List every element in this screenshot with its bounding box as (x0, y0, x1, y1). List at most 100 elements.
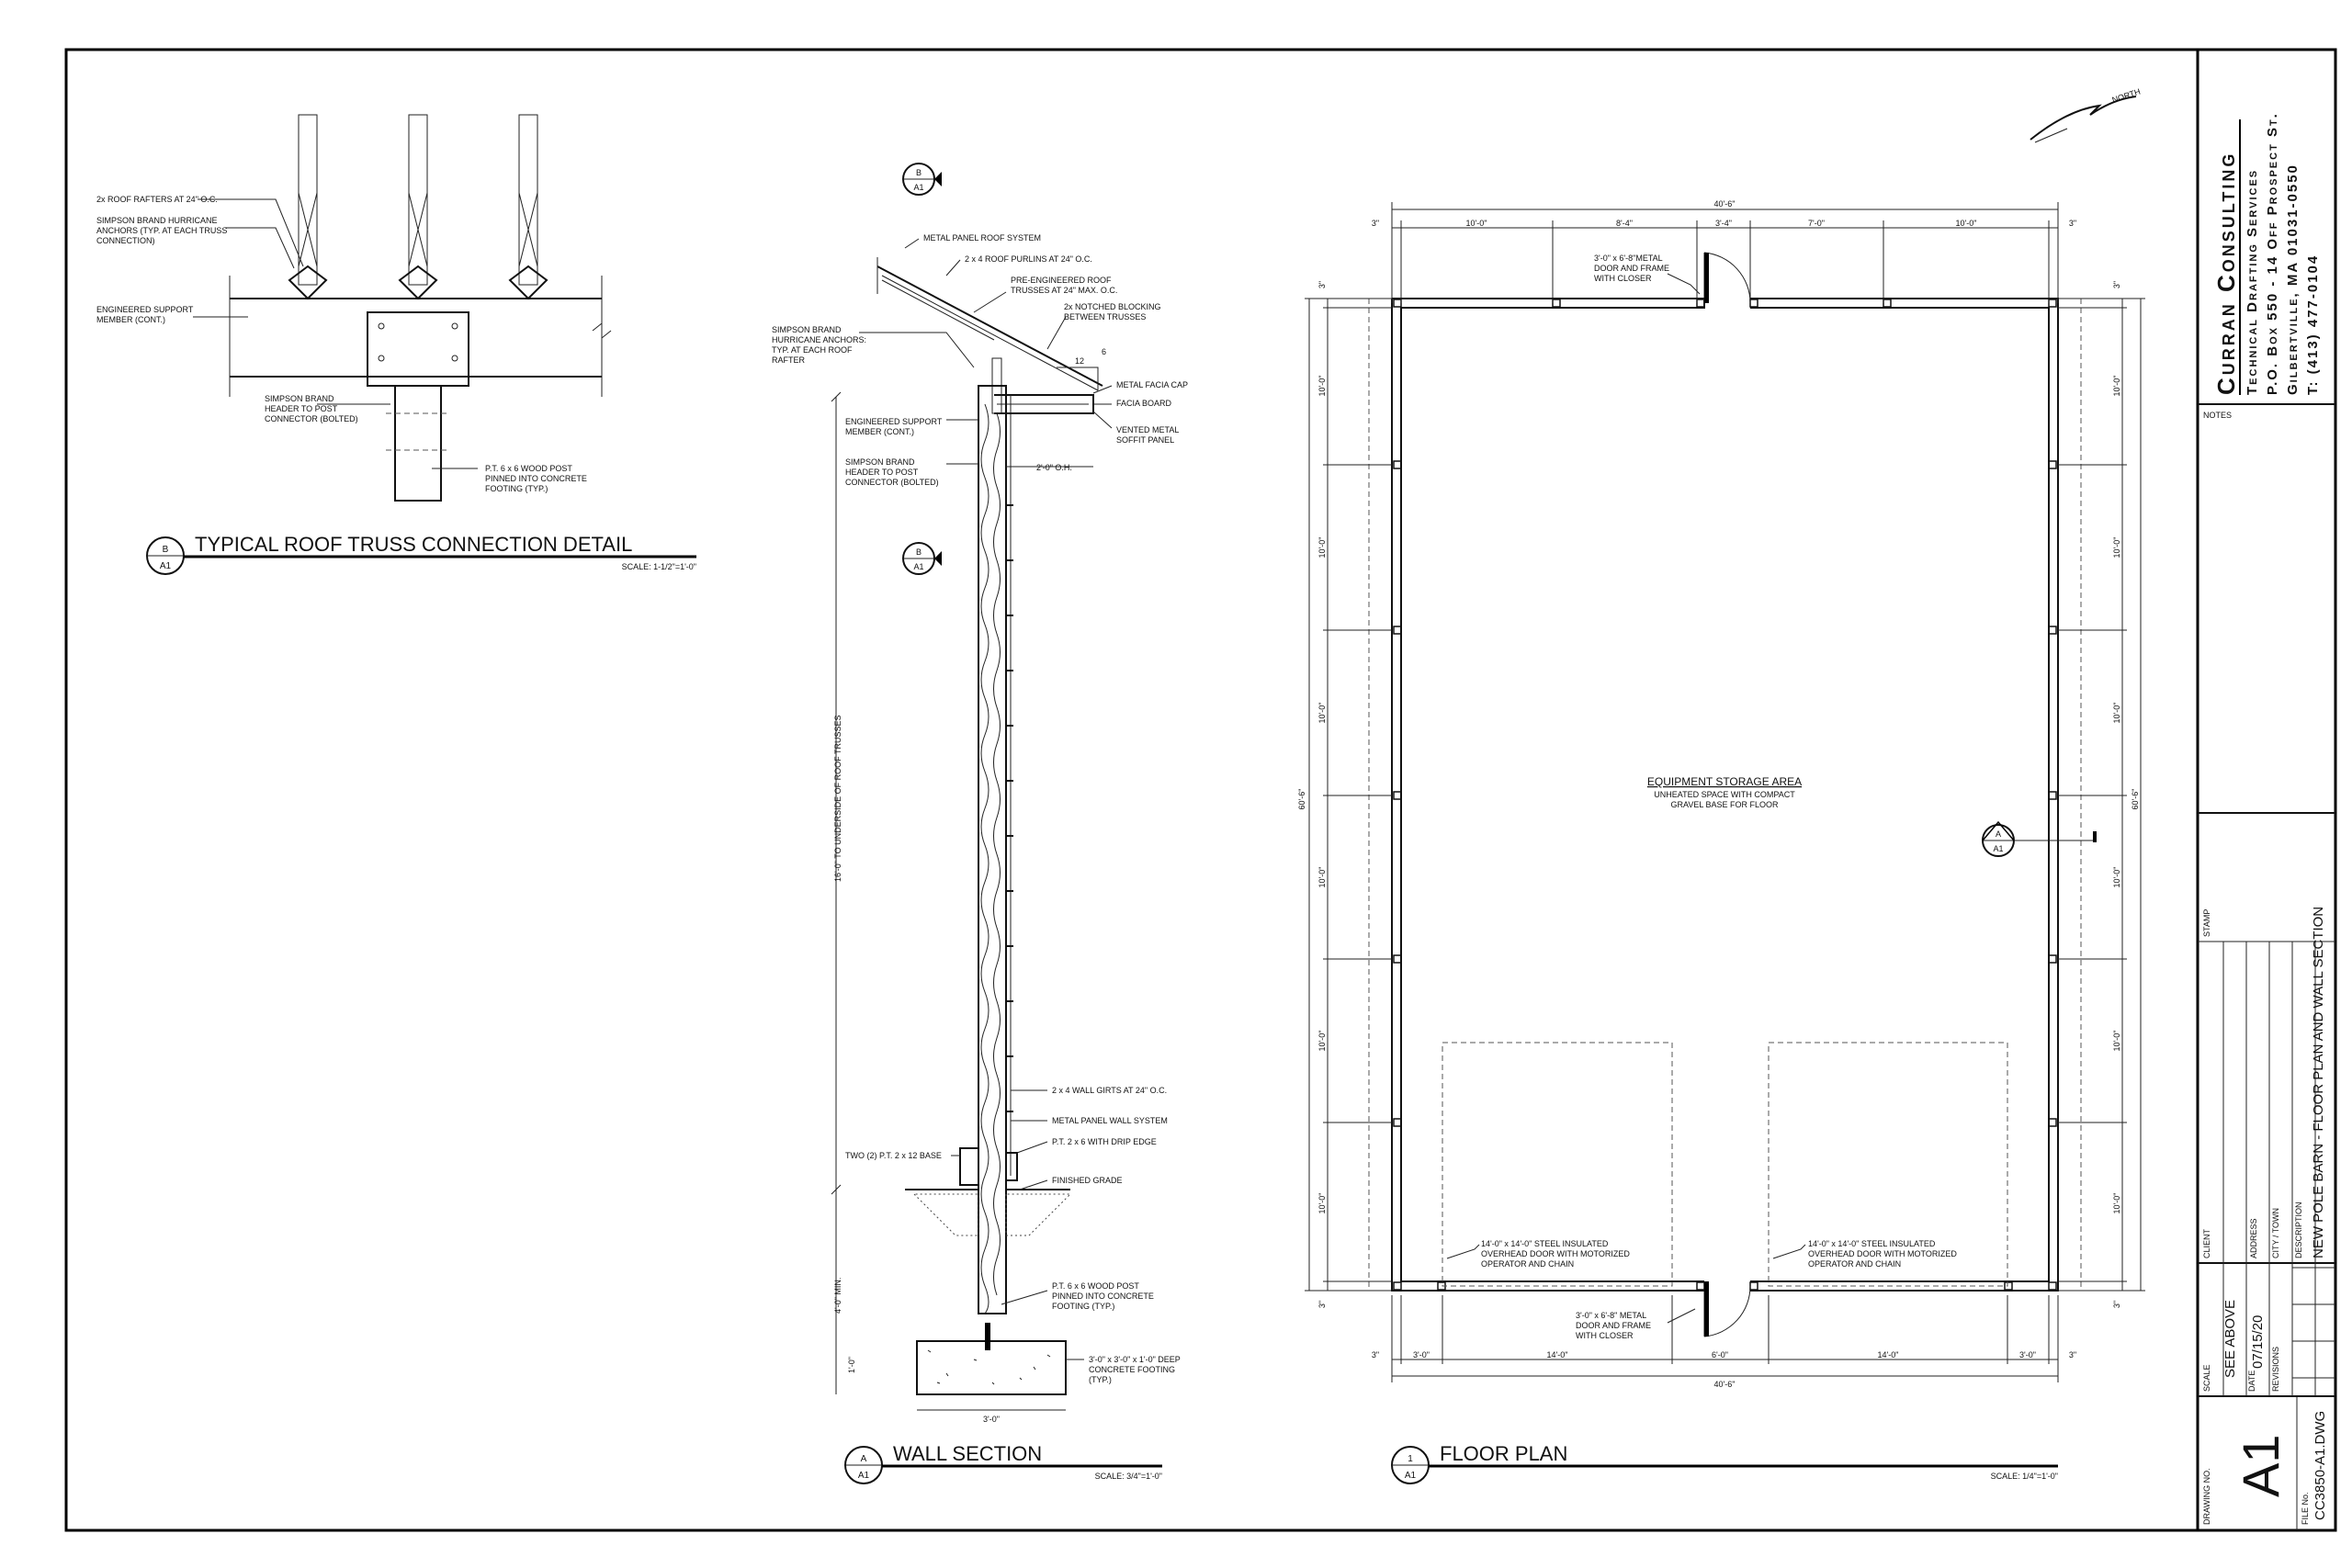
overhead-left-note-3: OPERATOR AND CHAIN (1481, 1259, 1574, 1269)
floor-plan: NORTH 40'- (1297, 87, 2145, 1484)
ws-note-trusses-1: PRE-ENGINEERED ROOF (1011, 276, 1112, 285)
floor-plan-title: FLOOR PLAN (1440, 1442, 1567, 1465)
ws-note-connector-2: HEADER TO POST (845, 468, 919, 477)
overhead-right-note-3: OPERATOR AND CHAIN (1808, 1259, 1901, 1269)
svg-text:3": 3" (2069, 1350, 2076, 1359)
revisions-label: REVISIONS (2271, 1347, 2280, 1392)
section-marker-a: A A1 (1982, 820, 2097, 857)
floor-plan-tag: 1 A1 (1391, 1446, 1430, 1484)
svg-text:40'-6": 40'-6" (1714, 199, 1736, 209)
north-arrow: NORTH (2030, 87, 2142, 143)
drawing-no-label: DRAWING NO. (2202, 1468, 2211, 1525)
dim-footing-depth: 1'-0" (847, 1357, 856, 1373)
door-bottom-note-1: 3'-0" x 6'-8" METAL (1576, 1311, 1646, 1320)
notes-label: NOTES (2203, 411, 2232, 420)
door-top-note-3: WITH CLOSER (1594, 274, 1652, 283)
svg-text:3": 3" (2069, 219, 2076, 228)
svg-text:A1: A1 (1993, 844, 2003, 853)
truss-note-7: SIMPSON BRAND (265, 394, 334, 403)
file-number: CC3850-A1.DWG (2312, 1411, 2328, 1520)
ws-note-post-3: FOOTING (TYP.) (1052, 1302, 1114, 1311)
svg-text:A1: A1 (913, 183, 923, 192)
truss-note-1: 2x ROOF RAFTERS AT 24" O.C. (96, 195, 218, 204)
svg-text:3'-0": 3'-0" (2019, 1350, 2036, 1359)
date-label: DATE (2247, 1371, 2256, 1392)
ws-note-anchors-4: RAFTER (772, 355, 806, 365)
rafters (288, 114, 548, 300)
svg-text:10'-0": 10'-0" (2112, 703, 2121, 724)
svg-text:3": 3" (1317, 1301, 1327, 1308)
svg-text:60'-6": 60'-6" (1297, 789, 1306, 810)
svg-text:14'-0": 14'-0" (1878, 1350, 1899, 1359)
ws-note-soffit-1: VENTED METAL (1116, 425, 1179, 434)
company-city: Gilbertville, MA 01031-0550 (2285, 164, 2301, 395)
sheet-border (64, 48, 2337, 1532)
wall-section-scale: SCALE: 3/4"=1'-0" (1095, 1472, 1162, 1481)
ws-note-wall-panel: METAL PANEL WALL SYSTEM (1052, 1116, 1168, 1125)
company-address: P.O. Box 550 - 14 Off Prospect St. (2265, 112, 2280, 395)
ws-note-footing-3: (TYP.) (1089, 1375, 1112, 1384)
stamp-label: STAMP (2202, 909, 2211, 937)
svg-text:7'-0": 7'-0" (1808, 219, 1825, 228)
svg-text:10'-0": 10'-0" (1317, 703, 1327, 724)
ws-note-trusses-2: TRUSSES AT 24" MAX. O.C. (1011, 286, 1117, 295)
svg-text:10'-0": 10'-0" (1317, 537, 1327, 558)
ws-note-grade: FINISHED GRADE (1052, 1176, 1123, 1185)
wall-section-title: WALL SECTION (893, 1442, 1042, 1465)
drawing-number: A1 (2232, 1435, 2290, 1498)
right-dimensions: 60'-6" 3" 10'-0" 10'-0" 10'-0" 10'-0" 10… (2058, 281, 2145, 1308)
floor-plan-scale: SCALE: 1/4"=1'-0" (1991, 1472, 2058, 1481)
ws-note-footing-2: CONCRETE FOOTING (1089, 1365, 1175, 1374)
svg-text:10'-0": 10'-0" (1956, 219, 1977, 228)
door-bottom-note-3: WITH CLOSER (1576, 1331, 1634, 1340)
left-dimensions: 60'-6" 3" 10'-0" 10'-0" 10'-0" 10'-0" 10… (1297, 281, 1392, 1308)
svg-text:B: B (916, 547, 922, 557)
dim-wall-height: 16'-0" TO UNDERSIDE OF ROOF TRUSSES (833, 716, 842, 882)
ws-note-blocking-1: 2x NOTCHED BLOCKING (1064, 302, 1161, 311)
ws-note-post-1: P.T. 6 x 6 WOOD POST (1052, 1281, 1139, 1291)
date-value: 07/15/20 (2250, 1315, 2266, 1369)
company-phone: T: (413) 477-0104 (2305, 254, 2321, 395)
truss-note-12: FOOTING (TYP.) (485, 484, 548, 493)
description-label: DESCRIPTION (2294, 1201, 2303, 1258)
section-cut-tag-bottom: B A1 (902, 542, 942, 575)
ws-note-girts: 2 x 4 WALL GIRTS AT 24" O.C. (1052, 1086, 1167, 1095)
ws-note-roof-system: METAL PANEL ROOF SYSTEM (923, 233, 1041, 243)
ws-note-support-2: MEMBER (CONT.) (845, 427, 914, 436)
svg-text:10'-0": 10'-0" (2112, 1193, 2121, 1214)
company-subtitle: Technical Drafting Services (2245, 169, 2260, 395)
room-desc-1: UNHEATED SPACE WITH COMPACT (1654, 790, 1795, 799)
svg-text:A1: A1 (913, 562, 923, 571)
ws-note-facia-cap: METAL FACIA CAP (1116, 380, 1188, 389)
overhead-left-note-1: 14'-0" x 14'-0" STEEL INSULATED (1481, 1239, 1609, 1248)
room-name: EQUIPMENT STORAGE AREA (1647, 775, 1802, 788)
dim-overhang: 2'-0" O.H. (1036, 463, 1072, 472)
ws-note-footing-1: 3'-0" x 3'-0" x 1'-0" DEEP (1089, 1355, 1181, 1364)
scale-value: SEE ABOVE (2222, 1300, 2238, 1378)
wall-posts (1393, 299, 2057, 1291)
overhead-door-left (1442, 1042, 1673, 1287)
truss-note-8: HEADER TO POST (265, 404, 338, 413)
svg-text:A1: A1 (160, 561, 172, 571)
north-label: NORTH (2111, 87, 2142, 105)
svg-text:A: A (861, 1454, 867, 1464)
address-label: ADDRESS (2249, 1218, 2258, 1258)
svg-text:3'-4": 3'-4" (1715, 219, 1732, 228)
ws-note-connector-1: SIMPSON BRAND (845, 457, 915, 467)
truss-note-4: CONNECTION) (96, 236, 155, 245)
ws-note-facia-board: FACIA BOARD (1116, 399, 1172, 408)
svg-text:3'-0": 3'-0" (1413, 1350, 1430, 1359)
overhead-left-note-2: OVERHEAD DOOR WITH MOTORIZED (1481, 1249, 1630, 1258)
title-block: Curran Consulting Technical Drafting Ser… (2198, 112, 2335, 1530)
svg-text:3": 3" (1317, 281, 1327, 288)
truss-detail-scale: SCALE: 1-1/2"=1'-0" (622, 562, 696, 571)
dim-min-depth: 4'-0" MIN. (833, 1278, 842, 1314)
dim-footing-width: 3'-0" (983, 1415, 1000, 1424)
svg-text:10'-0": 10'-0" (1317, 1031, 1327, 1052)
detail-tag-b: B A1 (146, 536, 185, 575)
door-top-note-1: 3'-0" x 6'-8"METAL (1594, 254, 1663, 263)
ws-note-blocking-2: BETWEEN TRUSSES (1064, 312, 1146, 321)
svg-text:1: 1 (1408, 1454, 1413, 1464)
truss-note-5: ENGINEERED SUPPORT (96, 305, 194, 314)
